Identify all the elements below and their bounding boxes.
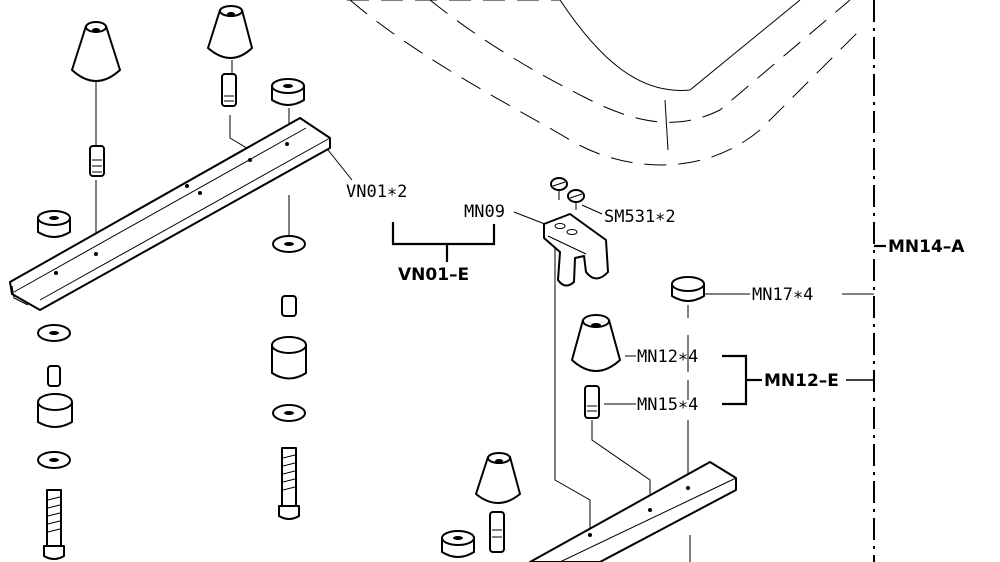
screw-1 <box>550 177 568 200</box>
long-rail-left <box>9 117 331 311</box>
rubber-cylinder-1 <box>271 336 307 380</box>
rubber-foot-3 <box>571 314 621 372</box>
washer-3 <box>37 324 71 342</box>
sleeve-1 <box>281 295 297 317</box>
rubber-foot-4 <box>475 452 521 504</box>
screw-2 <box>567 189 585 210</box>
rubber-cylinder-2 <box>37 393 73 428</box>
long-bolt-1 <box>278 447 300 520</box>
rubber-block-4 <box>441 530 475 558</box>
group-vn01-e: VN01–E <box>398 265 469 285</box>
bracket-mn09 <box>543 213 609 287</box>
rubber-block-1 <box>271 78 305 106</box>
label-mn15: MN15∗4 <box>637 395 698 415</box>
long-bolt-2 <box>43 489 65 560</box>
label-mn17: MN17∗4 <box>752 285 813 305</box>
rubber-block-3 <box>671 276 705 302</box>
washer-2 <box>272 404 306 422</box>
group-mn14-a: MN14–A <box>888 237 965 257</box>
rubber-block-2 <box>37 210 71 238</box>
vn01-e-bracket <box>391 222 496 246</box>
table-top-outline <box>347 0 861 166</box>
threaded-stud-3 <box>584 385 600 419</box>
rubber-foot-2 <box>207 5 253 59</box>
sleeve-2 <box>47 365 61 387</box>
label-mn12: MN12∗4 <box>637 347 698 367</box>
label-vn01: VN01∗2 <box>346 182 407 202</box>
threaded-stud-2 <box>221 73 237 107</box>
label-mn09: MN09 <box>464 202 505 222</box>
threaded-stud-1 <box>89 145 105 177</box>
label-sm531: SM531∗2 <box>604 207 676 227</box>
rubber-foot-1 <box>71 21 121 82</box>
group-mn12-e: MN12–E <box>764 371 839 391</box>
rail-right <box>529 461 737 562</box>
threaded-stud-4 <box>489 511 505 553</box>
washer-4 <box>37 451 71 469</box>
mn12-e-bracket <box>722 354 748 406</box>
washer-1 <box>272 235 306 253</box>
